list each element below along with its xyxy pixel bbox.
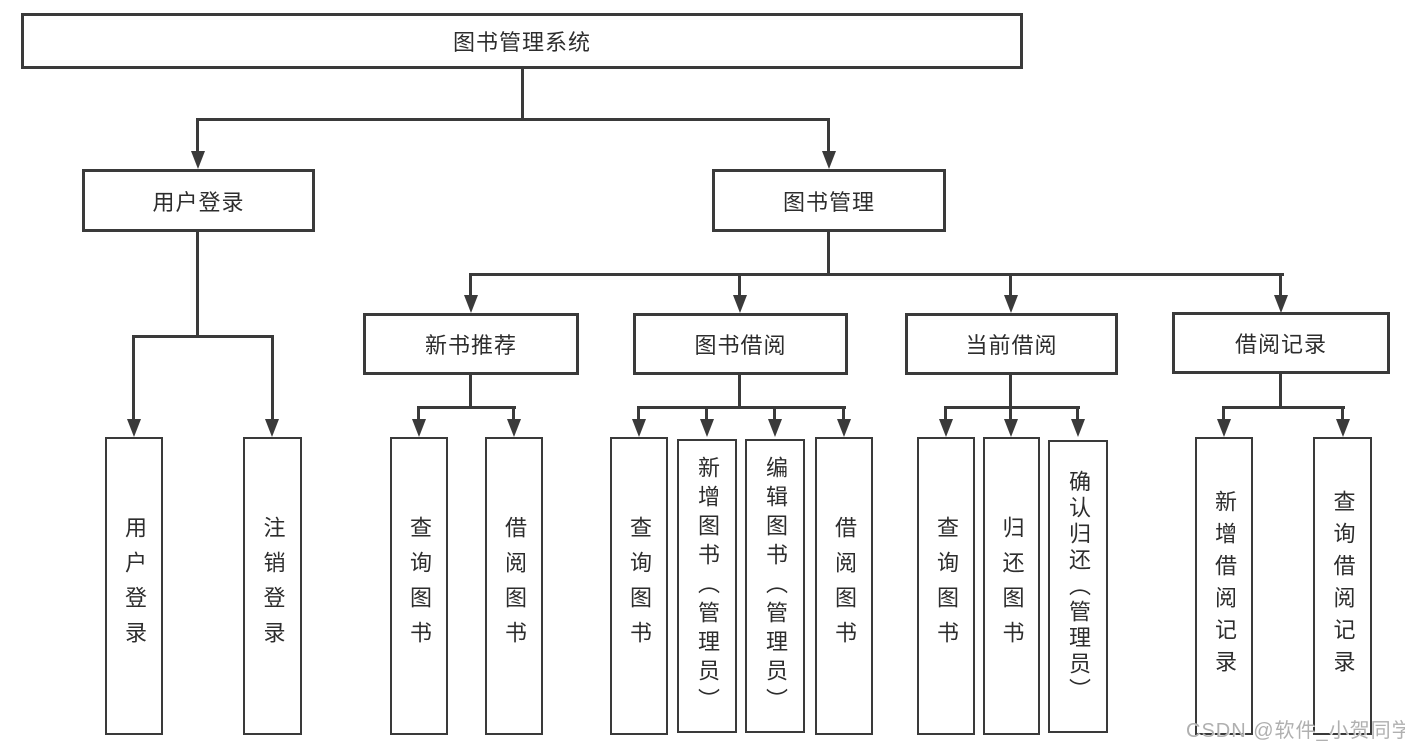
arrow-down-icon xyxy=(837,419,851,437)
connector-vline xyxy=(842,406,845,421)
leaf-add-borrow-record: 新增借阅记录 xyxy=(1195,437,1253,735)
connector-vline xyxy=(512,406,515,421)
connector-hline xyxy=(196,118,830,121)
node-label: 新书推荐 xyxy=(424,333,517,358)
arrow-down-icon xyxy=(1217,419,1231,437)
arrow-down-icon xyxy=(507,419,521,437)
leaf-query-borrow-record: 查询借阅记录 xyxy=(1313,437,1372,735)
connector-hline xyxy=(132,335,274,338)
arrow-down-icon xyxy=(1071,419,1085,437)
connector-vline xyxy=(705,406,708,421)
leaf-label: 借阅图书 xyxy=(502,516,527,656)
arrow-down-icon xyxy=(733,295,747,313)
arrow-down-icon xyxy=(464,295,478,313)
leaf-query-books-borrow: 查询图书 xyxy=(610,437,668,735)
arrow-down-icon xyxy=(939,419,953,437)
arrow-down-icon xyxy=(1004,295,1018,313)
connector-vline xyxy=(1009,375,1012,406)
connector-vline xyxy=(469,375,472,406)
arrow-down-icon xyxy=(1336,419,1350,437)
arrow-down-icon xyxy=(822,151,836,169)
connector-vline xyxy=(1009,406,1012,421)
arrow-down-icon xyxy=(768,419,782,437)
connector-vline xyxy=(1009,273,1012,296)
csdn-watermark: CSDN @软件_小贺同学 xyxy=(1186,720,1405,742)
leaf-label: 编辑图书（管理员） xyxy=(763,455,788,717)
leaf-add-books-admin: 新增图书（管理员） xyxy=(677,439,737,733)
connector-vline xyxy=(1076,406,1079,421)
leaf-label: 查询图书 xyxy=(934,516,959,656)
connector-vline xyxy=(132,335,135,420)
leaf-return-books: 归还图书 xyxy=(983,437,1040,735)
connector-vline xyxy=(738,273,741,296)
node-label: 用户登录 xyxy=(152,189,245,215)
leaf-user-login: 用户登录 xyxy=(105,437,163,735)
leaf-label: 查询借阅记录 xyxy=(1330,490,1356,682)
connector-hline xyxy=(417,406,516,409)
arrow-down-icon xyxy=(127,419,141,437)
node-library-system: 图书管理系统 xyxy=(21,13,1023,69)
leaf-logout: 注销登录 xyxy=(243,437,302,735)
connector-vline xyxy=(944,406,947,421)
arrow-down-icon xyxy=(1274,295,1288,313)
node-label: 图书管理系统 xyxy=(452,30,591,55)
connector-hline xyxy=(944,406,1080,409)
connector-vline xyxy=(1279,273,1282,296)
leaf-label: 确认归还（管理员） xyxy=(1066,469,1091,704)
arrow-down-icon xyxy=(191,151,205,169)
leaf-label: 查询图书 xyxy=(407,516,432,656)
leaf-label: 注销登录 xyxy=(260,516,286,656)
connector-vline xyxy=(469,273,472,296)
connector-vline xyxy=(1279,374,1282,406)
leaf-edit-books-admin: 编辑图书（管理员） xyxy=(745,439,805,733)
connector-vline xyxy=(1341,406,1344,421)
node-label: 图书借阅 xyxy=(694,333,787,358)
node-borrow-record: 借阅记录 xyxy=(1172,312,1390,374)
leaf-label: 用户登录 xyxy=(122,516,147,656)
connector-vline xyxy=(196,232,199,335)
connector-vline xyxy=(1222,406,1225,421)
connector-hline xyxy=(1222,406,1345,409)
connector-vline xyxy=(738,375,741,406)
connector-hline xyxy=(469,273,1284,276)
node-label: 图书管理 xyxy=(782,189,875,215)
leaf-label: 新增图书（管理员） xyxy=(695,455,720,717)
connector-vline xyxy=(271,335,274,420)
node-label: 借阅记录 xyxy=(1234,332,1327,357)
leaf-borrow-books-recommend: 借阅图书 xyxy=(485,437,543,735)
node-new-book-recommend: 新书推荐 xyxy=(363,313,579,375)
arrow-down-icon xyxy=(265,419,279,437)
connector-vline xyxy=(827,232,830,273)
connector-vline xyxy=(637,406,640,421)
leaf-label: 借阅图书 xyxy=(832,516,857,656)
connector-vline xyxy=(521,69,524,118)
leaf-label: 查询图书 xyxy=(627,516,652,656)
node-book-management: 图书管理 xyxy=(712,169,946,232)
arrow-down-icon xyxy=(632,419,646,437)
arrow-down-icon xyxy=(412,419,426,437)
arrow-down-icon xyxy=(1004,419,1018,437)
leaf-label: 新增借阅记录 xyxy=(1212,490,1237,682)
connector-hline xyxy=(637,406,846,409)
node-user-login: 用户登录 xyxy=(82,169,315,232)
connector-vline xyxy=(827,118,830,152)
leaf-label: 归还图书 xyxy=(999,516,1025,656)
leaf-query-books-recommend: 查询图书 xyxy=(390,437,448,735)
leaf-query-books-current: 查询图书 xyxy=(917,437,975,735)
leaf-confirm-return-admin: 确认归还（管理员） xyxy=(1048,440,1108,733)
connector-vline xyxy=(773,406,776,421)
leaf-borrow-books: 借阅图书 xyxy=(815,437,873,735)
connector-vline xyxy=(196,118,199,152)
node-book-borrow: 图书借阅 xyxy=(633,313,848,375)
arrow-down-icon xyxy=(700,419,714,437)
node-current-borrow: 当前借阅 xyxy=(905,313,1118,375)
node-label: 当前借阅 xyxy=(965,333,1058,358)
connector-vline xyxy=(417,406,420,421)
